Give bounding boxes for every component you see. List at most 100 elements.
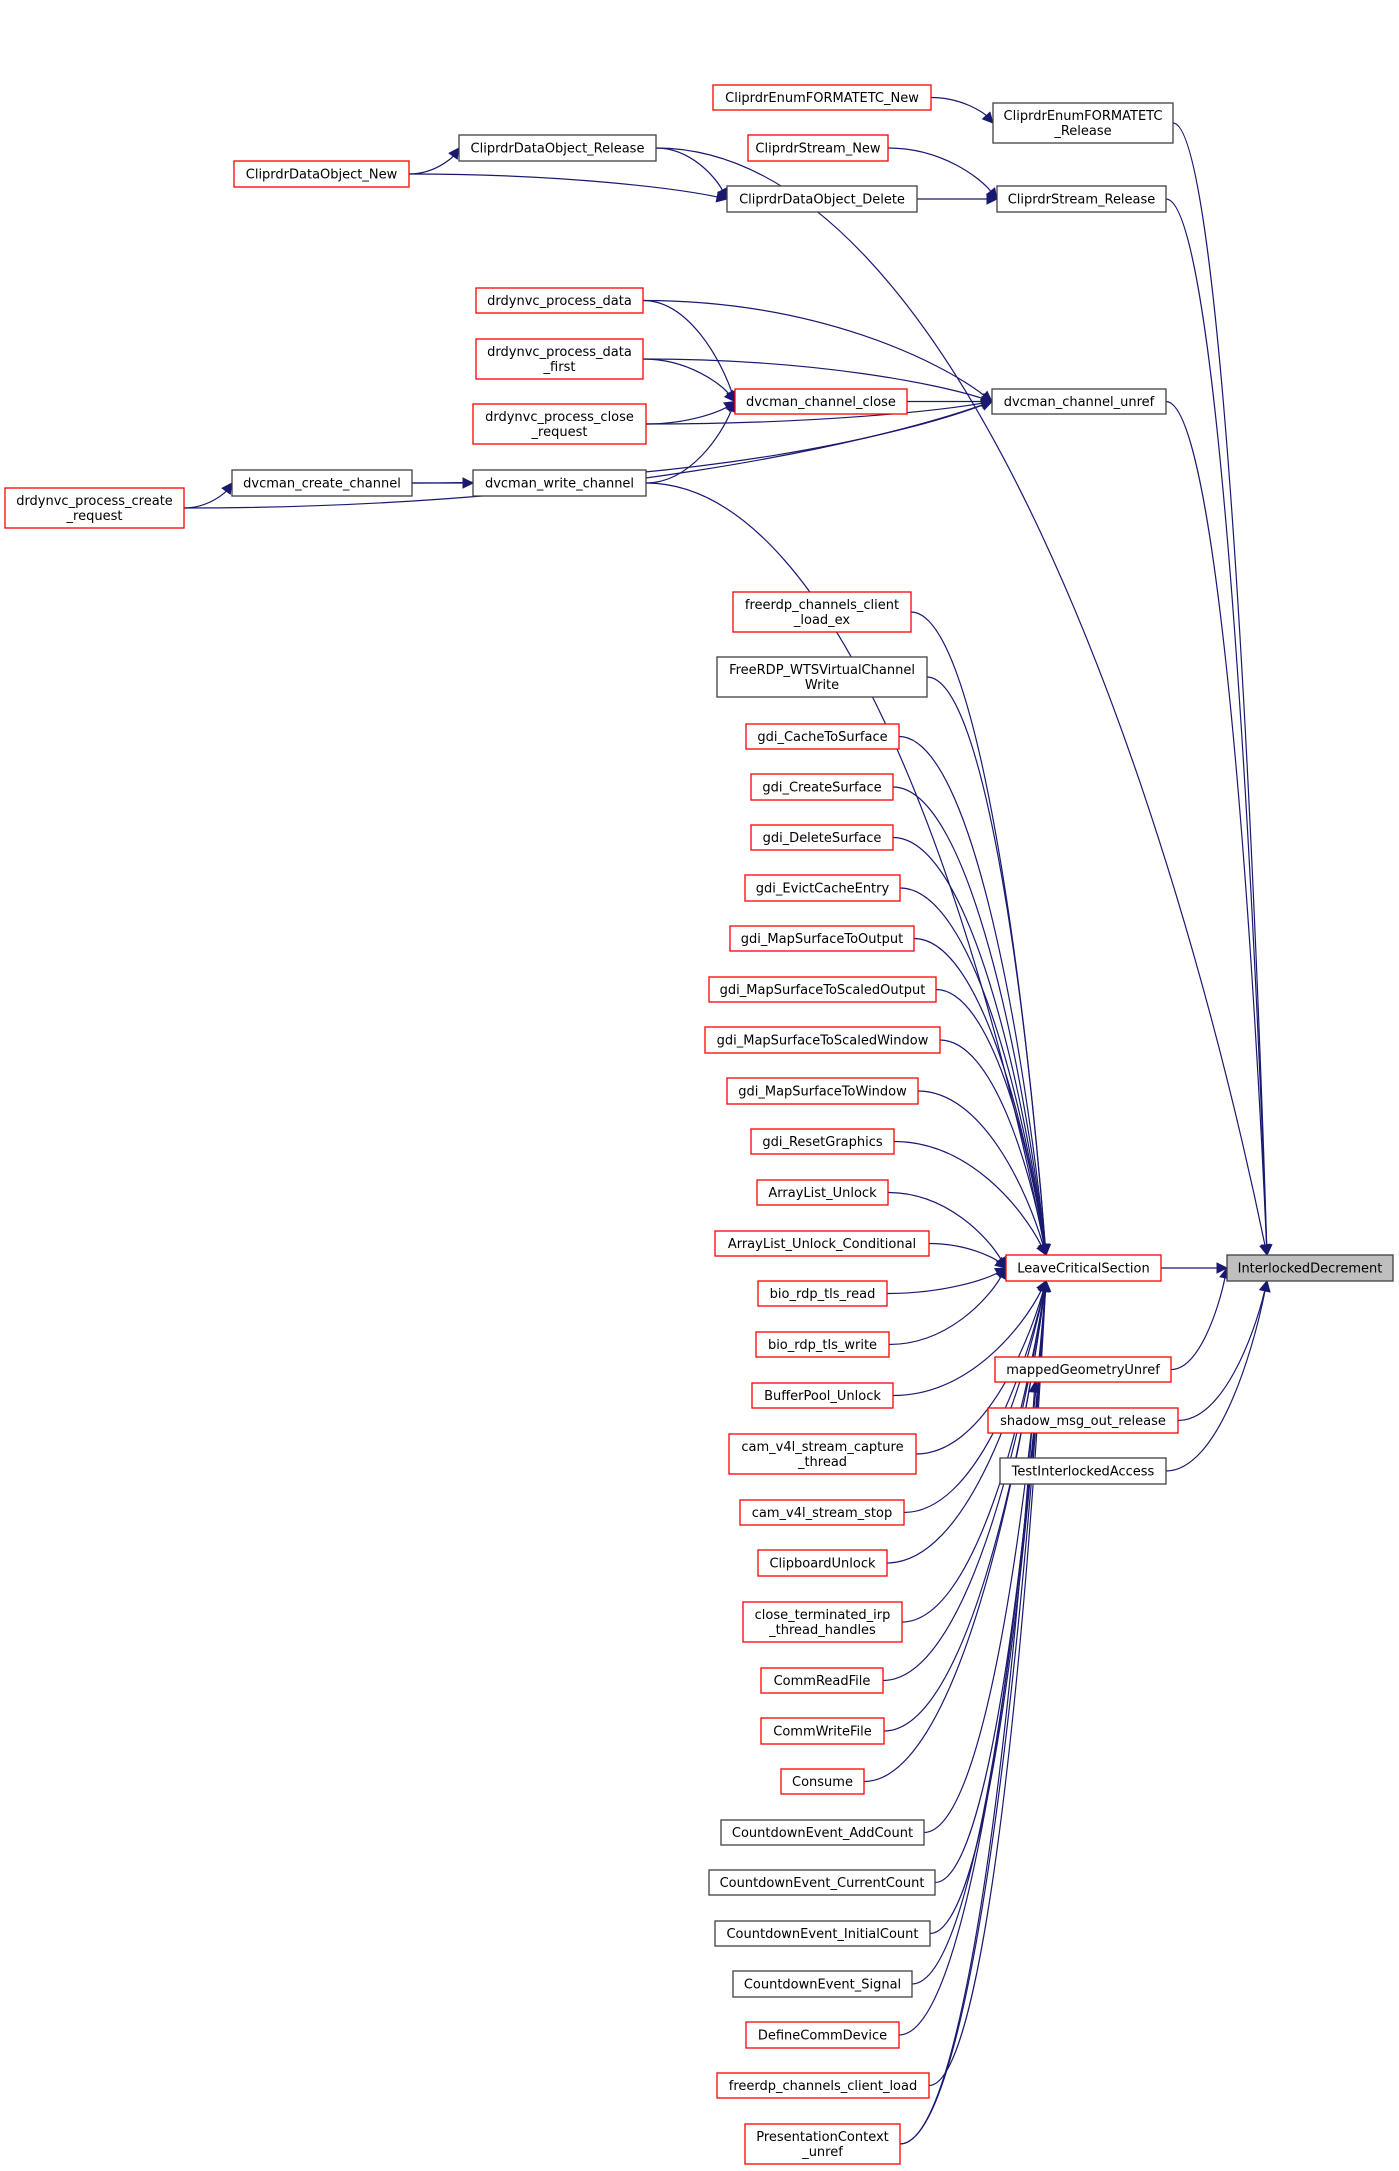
node-box[interactable]	[987, 1407, 1179, 1434]
node-gdi-map-surface-to-window[interactable]: gdi_MapSurfaceToWindow	[726, 1077, 919, 1105]
node-box[interactable]	[714, 1230, 930, 1257]
node-box[interactable]	[755, 1331, 890, 1358]
node-gdi-map-surface-to-output[interactable]: gdi_MapSurfaceToOutput	[729, 925, 915, 952]
node-drdynvc-process-data-first[interactable]: drdynvc_process_data_first	[475, 338, 644, 380]
node-box[interactable]	[751, 1382, 894, 1409]
node-box[interactable]	[756, 1179, 889, 1206]
node-box[interactable]	[780, 1768, 865, 1795]
node-countdown-event-add-count[interactable]: CountdownEvent_AddCount	[720, 1819, 925, 1846]
node-cliprdr-enum-formatetc-new[interactable]: CliprdrEnumFORMATETC_New	[712, 84, 932, 111]
node-test-interlocked-access[interactable]: TestInterlockedAccess	[999, 1457, 1167, 1485]
node-drdynvc-process-data[interactable]: drdynvc_process_data	[475, 287, 644, 314]
node-box[interactable]	[747, 134, 889, 162]
node-cliprdr-data-object-new[interactable]: CliprdrDataObject_New	[233, 160, 410, 188]
node-box[interactable]	[734, 388, 908, 415]
node-comm-read-file[interactable]: CommReadFile	[760, 1667, 884, 1694]
node-buffer-pool-unlock[interactable]: BufferPool_Unlock	[751, 1382, 894, 1409]
node-cliprdr-data-object-delete[interactable]: CliprdrDataObject_Delete	[726, 185, 918, 213]
node-box[interactable]	[716, 2072, 930, 2099]
node-box[interactable]	[231, 469, 413, 497]
node-box[interactable]	[712, 84, 932, 111]
node-cliprdr-enum-formatetc-release[interactable]: CliprdrEnumFORMATETC_Release	[992, 102, 1174, 144]
node-box[interactable]	[739, 1499, 905, 1526]
node-box[interactable]	[745, 723, 900, 750]
node-box[interactable]	[992, 102, 1174, 144]
node-gdi-create-surface[interactable]: gdi_CreateSurface	[750, 773, 894, 801]
node-gdi-reset-graphics[interactable]: gdi_ResetGraphics	[750, 1128, 895, 1155]
node-box[interactable]	[732, 1970, 913, 1998]
node-box[interactable]	[999, 1457, 1167, 1485]
node-box[interactable]	[750, 824, 894, 851]
node-array-list-unlock-conditional[interactable]: ArrayList_Unlock_Conditional	[714, 1230, 930, 1257]
node-box[interactable]	[726, 185, 918, 213]
node-define-comm-device[interactable]: DefineCommDevice	[745, 2021, 900, 2049]
node-box[interactable]	[708, 976, 937, 1003]
node-interlocked-decrement[interactable]: InterlockedDecrement	[1226, 1254, 1394, 1282]
node-shadow-msg-out-release[interactable]: shadow_msg_out_release	[987, 1407, 1179, 1434]
node-countdown-event-current-count[interactable]: CountdownEvent_CurrentCount	[708, 1869, 936, 1896]
node-box[interactable]	[475, 338, 644, 380]
node-cliprdr-data-object-release[interactable]: CliprdrDataObject_Release	[458, 134, 657, 162]
node-box[interactable]	[757, 1549, 888, 1577]
node-box[interactable]	[996, 185, 1167, 213]
node-dvcman-channel-close[interactable]: dvcman_channel_close	[734, 388, 908, 415]
node-dvcman-write-channel[interactable]: dvcman_write_channel	[472, 469, 647, 497]
node-box[interactable]	[760, 1667, 884, 1694]
node-box[interactable]	[744, 2123, 901, 2165]
node-box[interactable]	[750, 773, 894, 801]
node-cliprdr-stream-new[interactable]: CliprdrStream_New	[747, 134, 889, 162]
node-box[interactable]	[757, 1280, 888, 1307]
node-countdown-event-initial-count[interactable]: CountdownEvent_InitialCount	[714, 1920, 931, 1947]
node-cliprdr-stream-release[interactable]: CliprdrStream_Release	[996, 185, 1167, 213]
node-box[interactable]	[991, 388, 1167, 415]
node-box[interactable]	[1226, 1254, 1394, 1282]
node-box[interactable]	[745, 2021, 900, 2049]
node-drdynvc-process-close-request[interactable]: drdynvc_process_close_request	[472, 403, 647, 445]
node-box[interactable]	[708, 1869, 936, 1896]
node-dvcman-channel-unref[interactable]: dvcman_channel_unref	[991, 388, 1167, 415]
node-clipboard-unlock[interactable]: ClipboardUnlock	[757, 1549, 888, 1577]
node-box[interactable]	[472, 403, 647, 445]
node-freerdp-channels-client-load-ex[interactable]: freerdp_channels_client_load_ex	[732, 591, 912, 633]
node-freerdp-channels-client-load[interactable]: freerdp_channels_client_load	[716, 2072, 930, 2099]
node-array-list-unlock[interactable]: ArrayList_Unlock	[756, 1179, 889, 1206]
node-box[interactable]	[732, 591, 912, 633]
node-gdi-cache-to-surface[interactable]: gdi_CacheToSurface	[745, 723, 900, 750]
node-box[interactable]	[1005, 1254, 1162, 1282]
node-box[interactable]	[475, 287, 644, 314]
node-box[interactable]	[728, 1433, 917, 1475]
node-dvcman-create-channel[interactable]: dvcman_create_channel	[231, 469, 413, 497]
node-presentation-context-unref[interactable]: PresentationContext_unref	[744, 2123, 901, 2165]
node-bio-rdp-tls-write[interactable]: bio_rdp_tls_write	[755, 1331, 890, 1358]
node-cam-v4l-stream-capture-thread[interactable]: cam_v4l_stream_capture_thread	[728, 1433, 917, 1475]
node-gdi-map-surface-to-scaled-window[interactable]: gdi_MapSurfaceToScaledWindow	[704, 1026, 941, 1054]
node-gdi-map-surface-to-scaled-output[interactable]: gdi_MapSurfaceToScaledOutput	[708, 976, 937, 1003]
node-box[interactable]	[726, 1077, 919, 1105]
node-cam-v4l-stream-stop[interactable]: cam_v4l_stream_stop	[739, 1499, 905, 1526]
node-box[interactable]	[744, 874, 901, 902]
node-close-terminated-irp-thread-handles[interactable]: close_terminated_irp_thread_handles	[742, 1601, 903, 1643]
node-box[interactable]	[994, 1356, 1172, 1383]
node-box[interactable]	[233, 160, 410, 188]
node-box[interactable]	[742, 1601, 903, 1643]
node-box[interactable]	[704, 1026, 941, 1054]
node-mapped-geometry-unref[interactable]: mappedGeometryUnref	[994, 1356, 1172, 1383]
node-countdown-event-signal[interactable]: CountdownEvent_Signal	[732, 1970, 913, 1998]
node-box[interactable]	[458, 134, 657, 162]
node-box[interactable]	[714, 1920, 931, 1947]
node-box[interactable]	[729, 925, 915, 952]
node-consume[interactable]: Consume	[780, 1768, 865, 1795]
node-drdynvc-process-create-request[interactable]: drdynvc_process_create_request	[4, 487, 185, 529]
node-box[interactable]	[4, 487, 185, 529]
node-box[interactable]	[750, 1128, 895, 1155]
node-gdi-evict-cache-entry[interactable]: gdi_EvictCacheEntry	[744, 874, 901, 902]
node-leave-critical-section[interactable]: LeaveCriticalSection	[1005, 1254, 1162, 1282]
node-box[interactable]	[720, 1819, 925, 1846]
node-box[interactable]	[716, 656, 928, 698]
node-bio-rdp-tls-read[interactable]: bio_rdp_tls_read	[757, 1280, 888, 1307]
node-gdi-delete-surface[interactable]: gdi_DeleteSurface	[750, 824, 894, 851]
node-box[interactable]	[472, 469, 647, 497]
node-comm-write-file[interactable]: CommWriteFile	[760, 1717, 885, 1745]
node-box[interactable]	[760, 1717, 885, 1745]
